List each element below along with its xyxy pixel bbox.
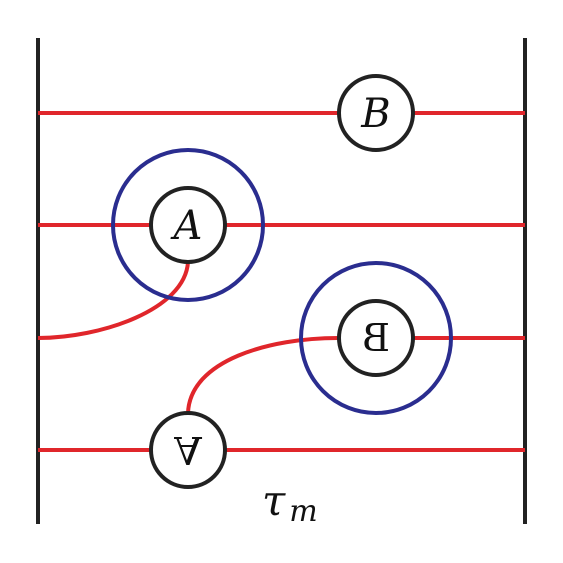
caption-subscript: m bbox=[289, 494, 317, 529]
node-right-b-mirrored: B bbox=[337, 299, 415, 377]
node-top-b-circle bbox=[337, 74, 415, 152]
node-left-a: A bbox=[149, 186, 227, 264]
strand-curve-to-b bbox=[186, 336, 339, 414]
halo-around-b-mirrored bbox=[299, 261, 453, 415]
caption-symbol: τ bbox=[262, 476, 286, 525]
node-left-a-label: A bbox=[170, 203, 203, 249]
halo-around-a bbox=[111, 148, 265, 302]
node-bottom-a-rotated: A bbox=[149, 411, 227, 489]
node-left-a-circle bbox=[149, 186, 227, 264]
node-right-b-mirrored-label: B bbox=[362, 316, 390, 360]
node-top-b-label: B bbox=[360, 91, 390, 137]
node-bottom-a-rotated-label: A bbox=[173, 428, 202, 472]
node-top-b: B bbox=[337, 74, 415, 152]
node-right-b-mirrored-circle bbox=[337, 299, 415, 377]
strand-curve-from-a bbox=[37, 261, 190, 340]
node-bottom-a-rotated-circle bbox=[149, 411, 227, 489]
caption-tau-m: τ m bbox=[262, 476, 318, 529]
